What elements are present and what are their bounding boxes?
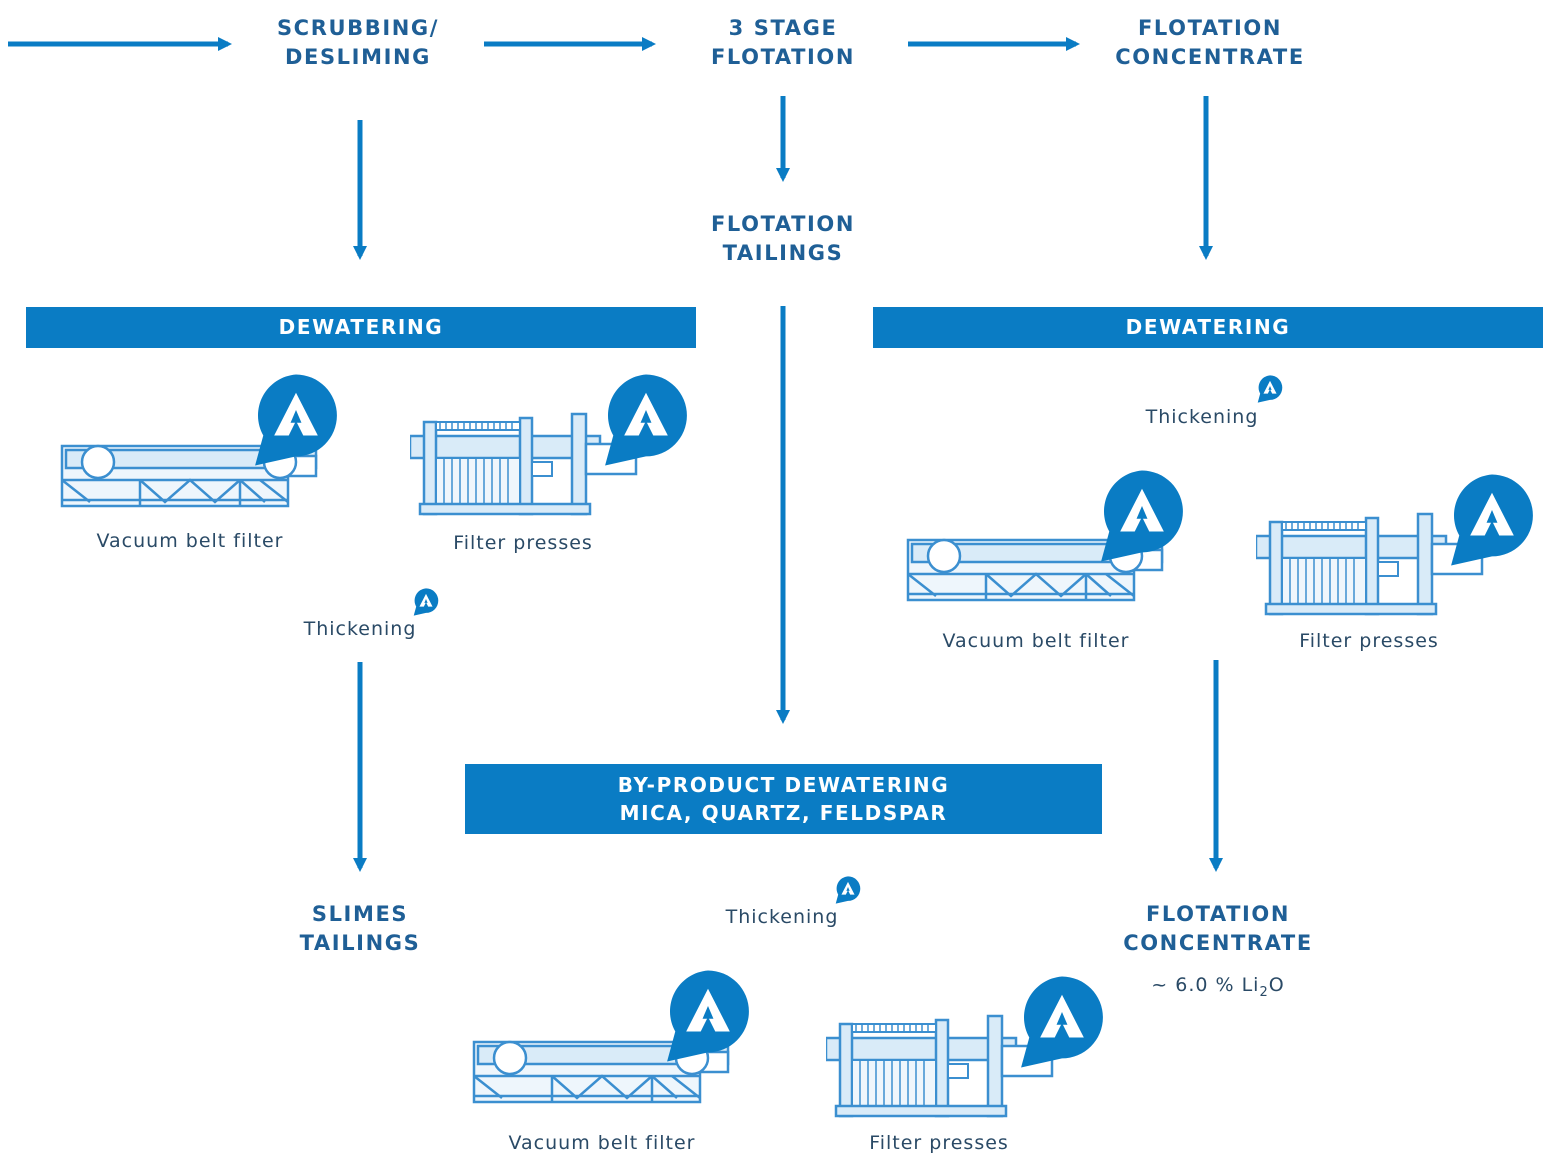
vacuum-belt-filter-label: Vacuum belt filter [942, 630, 1130, 652]
node-slimes-tailings: SLIMES TAILINGS [250, 900, 470, 958]
filter-presses-label: Filter presses [869, 1132, 1009, 1154]
dewatering-left-bar: DEWATERING [26, 307, 696, 348]
byproduct-dewatering-bar: BY-PRODUCT DEWATERING MICA, QUARTZ, FELD… [465, 764, 1102, 834]
vacuum-belt-filter-label: Vacuum belt filter [508, 1132, 696, 1154]
node-flotation-tailings: FLOTATION TAILINGS [672, 210, 894, 268]
filter-presses-label: Filter presses [1299, 630, 1439, 652]
node-flotation-concentrate-bottom: FLOTATION CONCENTRATE [1100, 900, 1336, 958]
node-line: DESLIMING [284, 45, 432, 69]
node-scrubbing-desliming: SCRUBBING/ DESLIMING [248, 14, 468, 72]
thickening-label: Thickening [1145, 406, 1259, 428]
node-line: FLOTATION [1137, 16, 1283, 40]
node-line: 3 STAGE [728, 16, 838, 40]
bar-label: DEWATERING [1125, 315, 1291, 339]
node-3-stage-flotation: 3 STAGE FLOTATION [672, 14, 894, 72]
location-pin-logo-icon [834, 875, 862, 905]
location-pin-logo-icon [1444, 470, 1540, 570]
node-line: CONCENTRATE [1123, 931, 1313, 955]
filter-presses-label: Filter presses [453, 532, 593, 554]
thickening-label: Thickening [303, 618, 417, 640]
bar-label: MICA, QUARTZ, FELDSPAR [619, 801, 948, 825]
location-pin-logo-icon [1094, 466, 1190, 566]
location-pin-logo-icon [1256, 374, 1284, 404]
node-line: TAILINGS [299, 931, 421, 955]
grade-suffix: O [1268, 974, 1285, 996]
bar-label: BY-PRODUCT DEWATERING [617, 773, 950, 797]
thickening-label: Thickening [725, 906, 839, 928]
node-line: FLOTATION [1145, 902, 1291, 926]
node-flotation-concentrate-top: FLOTATION CONCENTRATE [1090, 14, 1330, 72]
location-pin-logo-icon [412, 587, 440, 617]
bar-label: DEWATERING [278, 315, 444, 339]
grade-subscript: 2 [1259, 984, 1269, 1000]
location-pin-logo-icon [1014, 972, 1110, 1072]
node-line: SLIMES [311, 902, 409, 926]
node-line: FLOTATION [710, 45, 856, 69]
node-line: TAILINGS [722, 241, 844, 265]
location-pin-logo-icon [660, 966, 756, 1066]
location-pin-logo-icon [598, 370, 694, 470]
grade-prefix: ~ 6.0 % Li [1151, 974, 1260, 996]
concentrate-grade: ~ 6.0 % Li2O [1110, 974, 1326, 1000]
node-line: SCRUBBING/ [276, 16, 440, 40]
node-line: CONCENTRATE [1115, 45, 1305, 69]
vacuum-belt-filter-label: Vacuum belt filter [96, 530, 284, 552]
dewatering-right-bar: DEWATERING [873, 307, 1543, 348]
location-pin-logo-icon [248, 370, 344, 470]
node-line: FLOTATION [710, 212, 856, 236]
